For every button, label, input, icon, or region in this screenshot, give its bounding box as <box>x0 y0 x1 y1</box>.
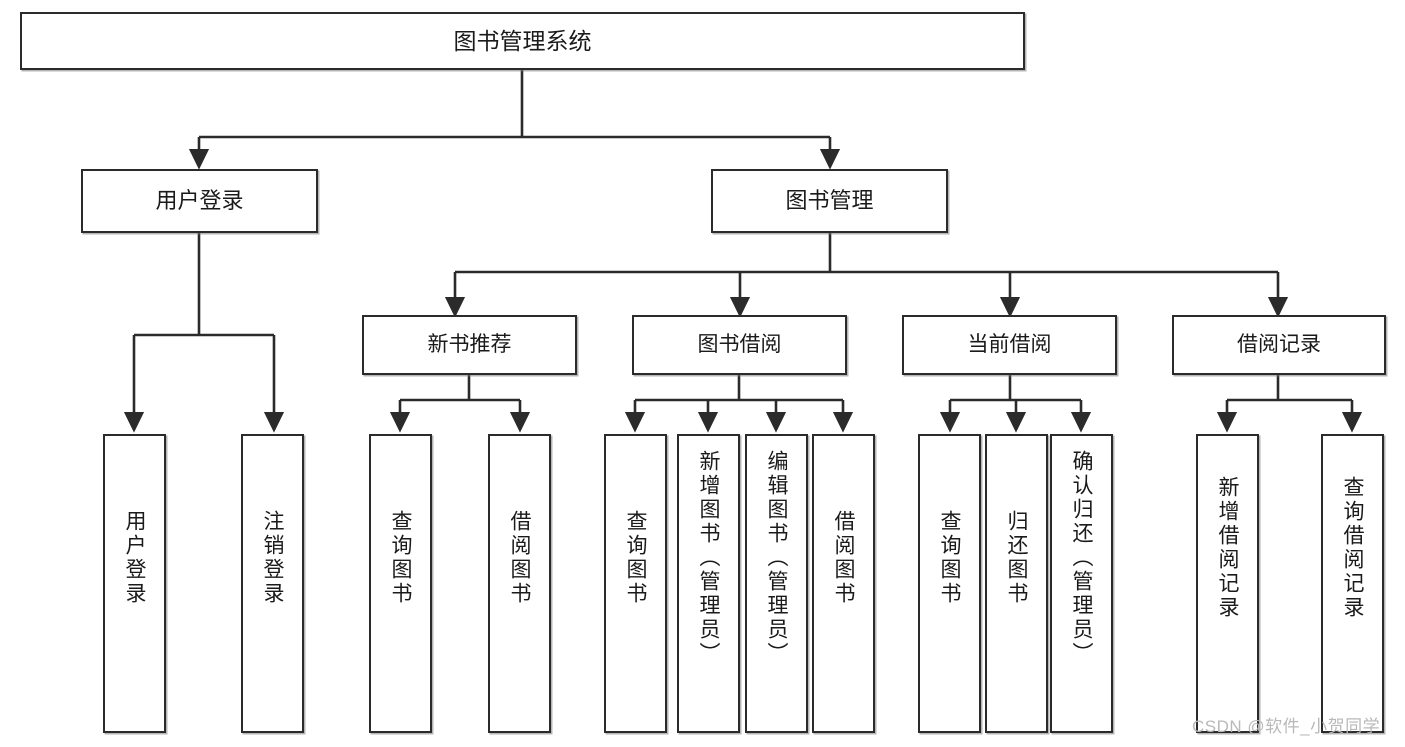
leaf-record-add-record[interactable]: 新增借阅记录 <box>1196 434 1259 733</box>
edge-group-book-borrow <box>624 375 854 433</box>
edge-group-borrow-record <box>1216 375 1363 433</box>
node-label: 新书推荐 <box>427 332 512 356</box>
node-current-borrow[interactable]: 当前借阅 <box>902 315 1117 375</box>
node-user-login[interactable]: 用户登录 <box>81 169 318 233</box>
leaf-record-query-record[interactable]: 查询借阅记录 <box>1321 434 1384 733</box>
edge-group-user-login <box>123 233 285 433</box>
leaf-user-login[interactable]: 用户登录 <box>103 434 166 733</box>
leaf-borrow-borrow-book[interactable]: 借阅图书 <box>812 434 875 733</box>
node-label: 新增图书（管理员） <box>697 450 720 666</box>
node-label: 当前借阅 <box>967 332 1052 356</box>
node-label: 编辑图书（管理员） <box>765 450 788 666</box>
node-label: 借阅记录 <box>1237 332 1321 356</box>
edge-group-new-book <box>389 375 531 433</box>
node-label: 图书借阅 <box>697 332 782 356</box>
leaf-borrow-query-book[interactable]: 查询图书 <box>604 434 667 733</box>
node-label: 图书管理 <box>785 188 874 214</box>
leaf-current-query-book[interactable]: 查询图书 <box>918 434 981 733</box>
node-borrow-record[interactable]: 借阅记录 <box>1172 315 1386 375</box>
node-label: 确认归还（管理员） <box>1070 450 1093 666</box>
node-label: 用户登录 <box>155 188 244 214</box>
node-label: 查询图书 <box>389 510 412 606</box>
node-label: 用户登录 <box>123 510 146 606</box>
node-book-management[interactable]: 图书管理 <box>711 169 948 233</box>
node-new-book-recommend[interactable]: 新书推荐 <box>362 315 577 375</box>
node-book-borrow[interactable]: 图书借阅 <box>632 315 847 375</box>
node-label: 注销登录 <box>261 510 284 606</box>
node-label: 图书管理系统 <box>453 27 592 54</box>
leaf-user-logout[interactable]: 注销登录 <box>241 434 304 733</box>
node-label: 查询图书 <box>938 510 961 606</box>
watermark-text: CSDN @软件_小贺同学 <box>1192 717 1381 736</box>
node-label: 新增借阅记录 <box>1216 476 1239 620</box>
leaf-borrow-add-book[interactable]: 新增图书（管理员） <box>677 434 740 733</box>
leaf-current-confirm-return[interactable]: 确认归还（管理员） <box>1050 434 1113 733</box>
edge-group-root <box>188 70 841 170</box>
leaf-current-return-book[interactable]: 归还图书 <box>985 434 1048 733</box>
node-label: 归还图书 <box>1005 510 1028 606</box>
leaf-recommend-borrow-book[interactable]: 借阅图书 <box>488 434 551 733</box>
node-label: 查询图书 <box>624 510 647 606</box>
leaf-borrow-edit-book[interactable]: 编辑图书（管理员） <box>745 434 808 733</box>
node-label: 借阅图书 <box>508 510 531 606</box>
edge-group-current-borrow <box>939 375 1092 433</box>
node-label: 查询借阅记录 <box>1341 476 1364 620</box>
leaf-recommend-query-book[interactable]: 查询图书 <box>369 434 432 733</box>
node-label: 借阅图书 <box>832 510 855 606</box>
node-root-system[interactable]: 图书管理系统 <box>20 12 1025 70</box>
edge-group-book-manage <box>444 233 1289 318</box>
